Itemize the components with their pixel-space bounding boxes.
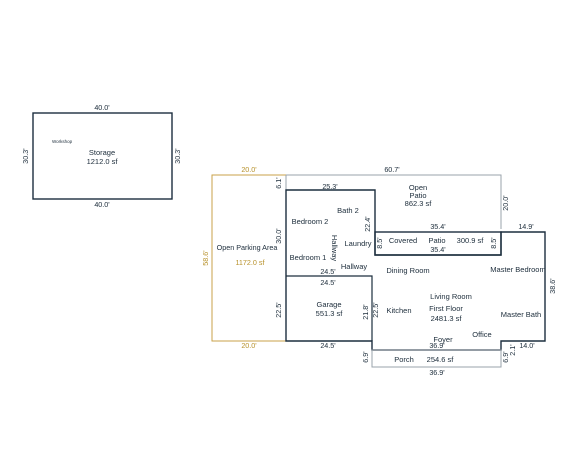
porch: Porch 254.6 sf 6.9' 6.9' 36.9' [361, 349, 510, 377]
open-patio-dim-top: 60.7' [384, 165, 400, 174]
garage-dim-kitchen-side: 22.5' [371, 302, 380, 318]
dim-top-step: 6.1' [274, 177, 283, 189]
first-floor-area: 2481.3 sf [431, 314, 463, 323]
dim-porch-top: 36.9' [429, 341, 445, 350]
parking-name: Open Parking Area [217, 243, 278, 252]
covered-patio-area: 300.9 sf [457, 236, 485, 245]
open-patio-dim-right: 20.0' [501, 195, 510, 211]
porch-dim-left: 6.9' [361, 351, 370, 363]
dim-office-step: 2.1' [508, 344, 517, 356]
open-patio-line1: Open [409, 183, 427, 192]
porch-outline [371, 349, 502, 368]
garage-dim-bottom: 24.5' [320, 341, 336, 350]
storage-dim-top: 40.0' [94, 103, 110, 112]
room-bath2: Bath 2 [337, 206, 359, 215]
main-house: Bedroom 2 Bath 2 Laundry Hallway Bedroom… [274, 177, 557, 356]
storage-outline [32, 112, 173, 200]
room-kitchen: Kitchen [386, 306, 411, 315]
covered-patio-dim-bottom: 35.4' [430, 245, 446, 254]
dim-east-side: 38.6' [548, 278, 557, 294]
porch-name: Porch [394, 355, 414, 364]
parking-area: Open Parking Area 1172.0 sf 20.0' 20.0' … [201, 165, 287, 350]
open-patio-outline [285, 174, 502, 229]
storage-building: Workshop Storage 1212.0 sf 40.0' 40.0' 3… [21, 103, 182, 209]
room-laundry: Laundry [344, 239, 371, 248]
dim-east-bottom: 14.0' [519, 341, 535, 350]
room-master-bath: Master Bath [501, 310, 541, 319]
parking-dim-bottom: 20.0' [241, 341, 257, 350]
open-patio-dim-bottom: 35.4' [430, 222, 446, 231]
covered-patio-right-label: Patio [428, 236, 445, 245]
room-office: Office [472, 330, 491, 339]
dim-bath-side: 22.4' [363, 216, 372, 232]
covered-patio-left-label: Covered [389, 236, 417, 245]
open-patio: Open Patio 862.3 sf 60.7' 20.0' 35.4' [285, 165, 510, 231]
porch-dim-right: 6.9' [501, 351, 510, 363]
open-patio-line2: Patio [409, 191, 426, 200]
porch-dim-bottom: 36.9' [429, 368, 445, 377]
parking-dim-top: 20.0' [241, 165, 257, 174]
first-floor-label: First Floor [429, 304, 463, 313]
room-hallway: Hallway [341, 262, 368, 271]
open-patio-area: 862.3 sf [405, 199, 433, 208]
dim-hall-width-upper: 24.5' [320, 267, 336, 276]
garage-dim-left: 22.5' [274, 302, 283, 318]
dim-bedroom-side: 30.0' [274, 228, 283, 244]
room-master-bedroom: Master Bedroom [490, 265, 545, 274]
room-bedroom2: Bedroom 2 [292, 217, 329, 226]
garage-name: Garage [316, 300, 341, 309]
garage-area: 551.3 sf [316, 309, 344, 318]
garage-dim-right: 21.8' [361, 304, 370, 320]
covered-patio-dim-right: 8.5' [489, 237, 498, 249]
room-hallway-vertical: Hallway [330, 235, 339, 262]
storage-dim-right: 30.3' [173, 148, 182, 164]
dim-hall-width-lower: 24.5' [320, 278, 336, 287]
storage-small-label: Workshop [52, 139, 73, 144]
storage-name: Storage [89, 148, 115, 157]
porch-area: 254.6 sf [427, 355, 455, 364]
storage-area: 1212.0 sf [87, 157, 119, 166]
room-living: Living Room [430, 292, 472, 301]
room-dining: Dining Room [386, 266, 429, 275]
dim-bedroom-top: 25.3' [322, 182, 338, 191]
garage-divider [286, 275, 373, 341]
garage: Garage 551.3 sf 22.5' 21.8' 22.5' 24.5' [274, 275, 380, 350]
covered-patio-dim-left: 8.5' [375, 237, 384, 249]
dim-master-top: 14.9' [518, 222, 534, 231]
room-bedroom1: Bedroom 1 [290, 253, 327, 262]
storage-dim-bottom: 40.0' [94, 200, 110, 209]
parking-dim-left: 58.6' [201, 250, 210, 266]
parking-area-value: 1172.0 sf [235, 258, 264, 267]
covered-patio: Covered Patio 300.9 sf 8.5' 8.5' 35.4' [374, 231, 502, 256]
room-foyer: Foyer [433, 335, 453, 344]
storage-dim-left: 30.3' [21, 148, 30, 164]
house-outline [285, 189, 546, 351]
